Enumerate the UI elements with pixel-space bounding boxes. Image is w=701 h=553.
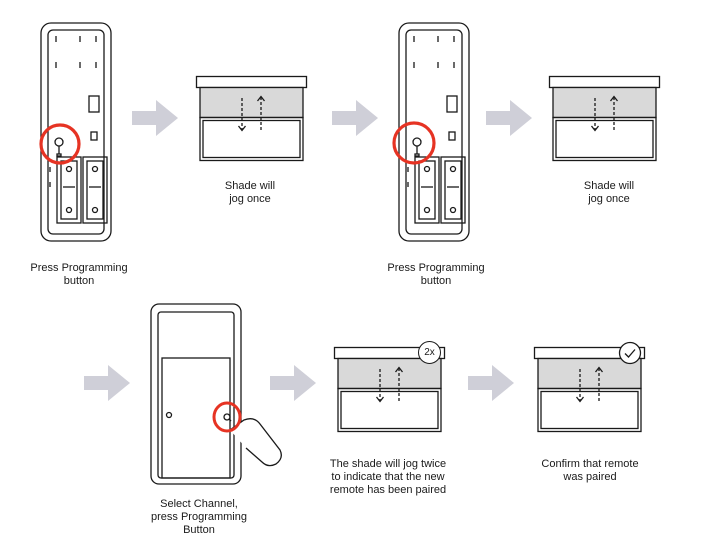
- shade-icon: [548, 75, 661, 162]
- jog-twice-badge: 2x: [418, 341, 441, 364]
- arrow-right-icon: [132, 100, 178, 136]
- programming-button-highlight: [392, 121, 436, 165]
- programming-button-highlight: [212, 401, 242, 433]
- shade-icon: [195, 75, 308, 162]
- arrow-right-icon: [84, 365, 130, 401]
- arrow-right-icon: [486, 100, 532, 136]
- programming-button-highlight: [39, 123, 81, 165]
- arrow-right-icon: [270, 365, 316, 401]
- checkmark-icon: [618, 341, 642, 365]
- remote-front-door: [150, 303, 282, 485]
- arrow-right-icon: [332, 100, 378, 136]
- arrow-right-icon: [468, 365, 514, 401]
